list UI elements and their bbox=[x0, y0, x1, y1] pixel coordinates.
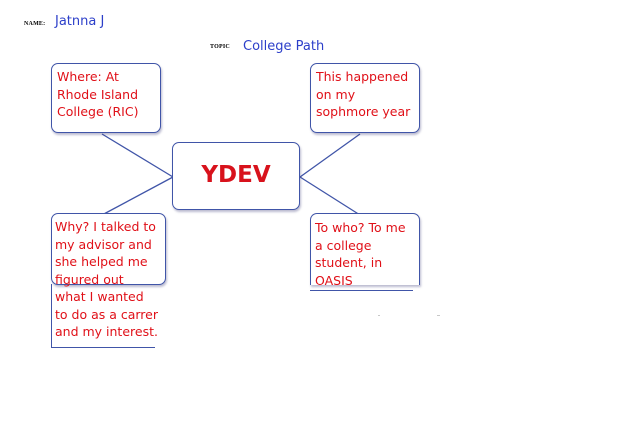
connector-bottom-right bbox=[299, 176, 361, 216]
why-text: Why? I talked to my advisor and she help… bbox=[55, 219, 159, 339]
topic-label: TOPIC bbox=[210, 44, 230, 50]
connector-bottom-left bbox=[101, 176, 174, 216]
who-box bbox=[310, 213, 420, 285]
where-text: Where: At Rhode Island College (RIC) bbox=[57, 69, 139, 119]
connector-top-left bbox=[101, 133, 174, 178]
when-box bbox=[310, 63, 420, 133]
why-box bbox=[51, 213, 166, 285]
speck-1 bbox=[378, 315, 380, 316]
who-box-bottom bbox=[310, 290, 413, 291]
topic-value: College Path bbox=[243, 39, 325, 54]
center-text: YDEV bbox=[201, 162, 271, 188]
why-box-extension bbox=[51, 284, 155, 348]
where-box bbox=[51, 63, 161, 133]
name-label: NAME: bbox=[24, 21, 46, 27]
connector-top-right bbox=[299, 133, 361, 178]
when-text: This happened on my sophmore year bbox=[316, 69, 411, 119]
name-value: Jatnna J bbox=[55, 14, 105, 29]
who-text: To who? To me a college student, in OASI… bbox=[315, 220, 406, 288]
center-box bbox=[172, 142, 300, 210]
speck-2 bbox=[437, 315, 440, 316]
